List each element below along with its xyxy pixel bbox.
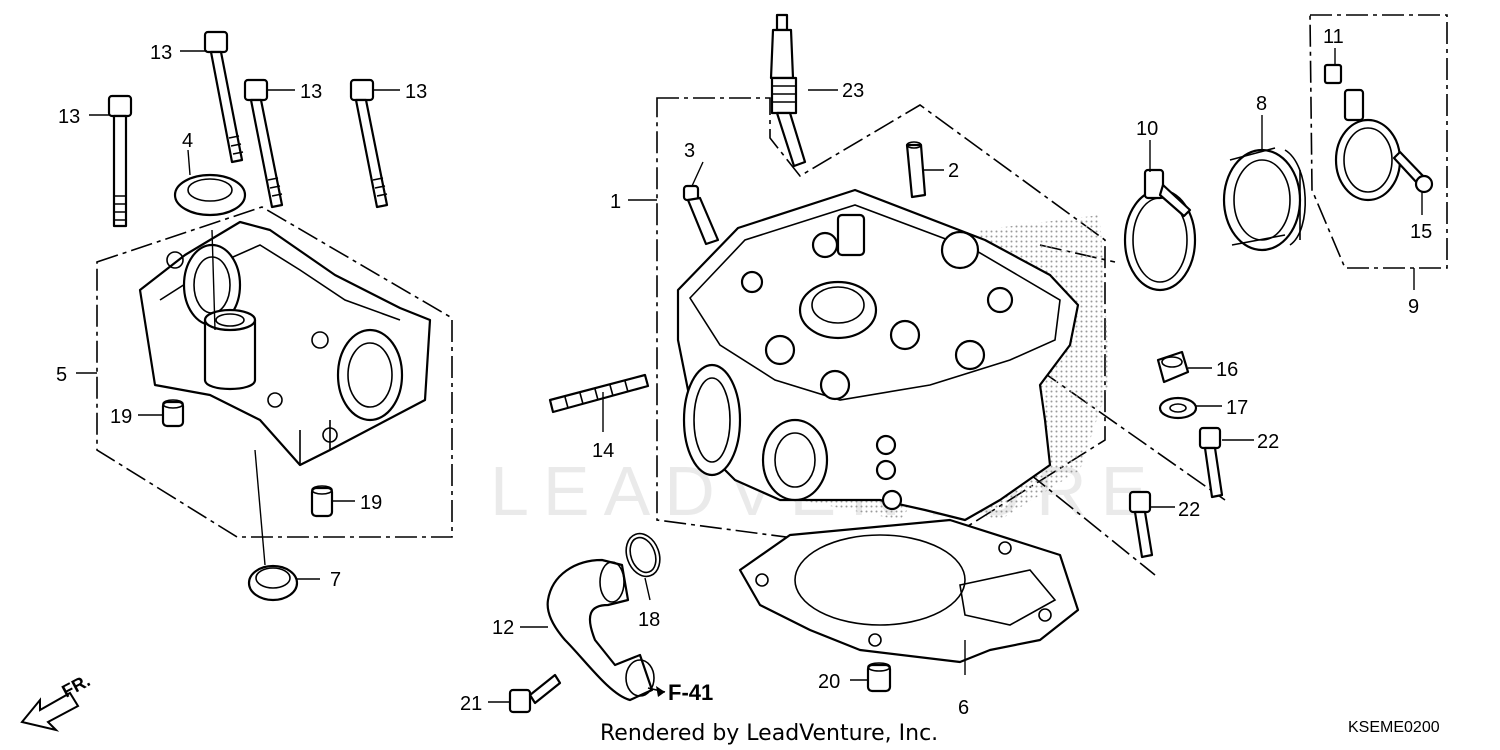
leader-lines — [76, 48, 1423, 703]
callout-1: 1 — [610, 191, 621, 213]
callout-22-b: 22 — [1178, 499, 1200, 521]
callout-6: 6 — [958, 697, 969, 719]
callout-13-b: 13 — [58, 106, 80, 128]
bolt-13-c — [243, 78, 284, 209]
rendered-by-footer: Rendered by LeadVenture, Inc. — [600, 721, 938, 746]
head-gasket-6-part — [738, 518, 1080, 664]
callout-4: 4 — [182, 130, 193, 152]
callout-21: 21 — [460, 693, 482, 715]
water-elbow-12-part — [546, 558, 655, 702]
callout-22-a: 22 — [1257, 431, 1279, 453]
bolt-13-d — [349, 78, 389, 209]
callout-5: 5 — [56, 364, 67, 386]
callout-19-a: 19 — [110, 406, 132, 428]
guide-2-part — [905, 141, 927, 199]
callout-labels: 1 2 3 4 5 6 7 8 9 10 11 12 13 13 13 13 1… — [56, 26, 1432, 719]
callout-2: 2 — [948, 160, 959, 182]
clamp-bracket-part — [1323, 63, 1402, 202]
bolt-13-b — [203, 30, 244, 164]
nut-16-part — [1156, 350, 1190, 384]
callout-18: 18 — [638, 609, 660, 631]
callout-8: 8 — [1256, 93, 1267, 115]
callout-11: 11 — [1323, 26, 1344, 48]
callout-7: 7 — [330, 569, 341, 591]
bolt-22-b-part — [1128, 490, 1154, 559]
callout-13-a: 13 — [150, 42, 172, 64]
callout-12: 12 — [492, 617, 514, 639]
cylinder-head-part — [676, 188, 1080, 522]
reference-f41: F-41 — [647, 680, 713, 705]
callout-9: 9 — [1408, 296, 1419, 318]
callout-16: 16 — [1216, 359, 1238, 381]
callout-13-d: 13 — [405, 81, 427, 103]
spark-plug-23-part — [769, 13, 807, 168]
stud-14-part — [548, 373, 650, 414]
washer-17-part — [1158, 396, 1198, 420]
seal-4-part — [173, 173, 247, 217]
clamp-10-part — [1123, 168, 1197, 292]
callout-17: 17 — [1226, 397, 1248, 419]
guide-3-part — [682, 184, 720, 246]
callout-10: 10 — [1136, 118, 1158, 140]
callout-23: 23 — [842, 80, 864, 102]
insulator-8-part — [1222, 147, 1307, 252]
o-ring-18-part — [625, 532, 661, 578]
screw-15-part — [1392, 150, 1434, 194]
reference-label: F-41 — [668, 680, 713, 705]
diagram-code: KSEME0200 — [1348, 719, 1440, 736]
callout-3: 3 — [684, 140, 695, 162]
callout-19-b: 19 — [360, 492, 382, 514]
callout-20: 20 — [818, 671, 840, 693]
callout-15: 15 — [1410, 221, 1432, 243]
dowel-19-b — [310, 485, 334, 518]
bolt-13-a — [107, 94, 133, 228]
callout-13-c: 13 — [300, 81, 322, 103]
camshaft-holder-part — [138, 220, 432, 467]
bolt-21-part — [508, 673, 562, 714]
dowel-20-part — [866, 662, 892, 693]
front-direction-indicator: FR. — [20, 670, 93, 732]
callout-14: 14 — [592, 440, 614, 462]
dowel-19-a — [161, 399, 185, 428]
seal-7-part — [247, 564, 299, 602]
bolt-22-a-part — [1198, 426, 1224, 499]
